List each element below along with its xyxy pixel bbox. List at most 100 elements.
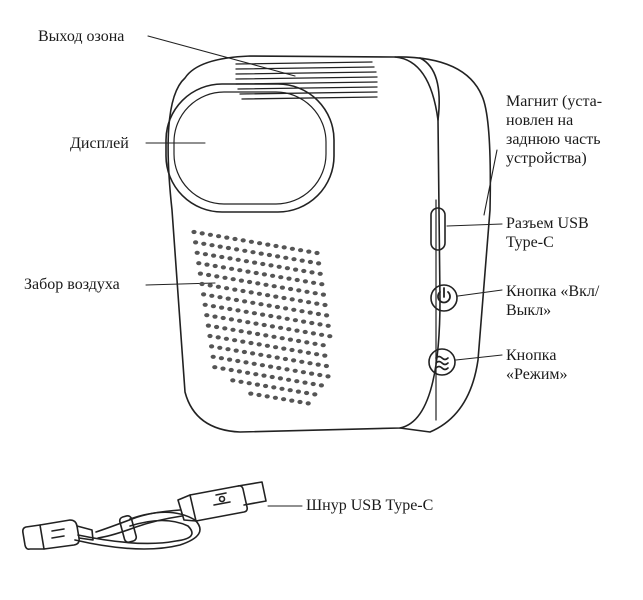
- grille-hole: [266, 303, 272, 308]
- grille-hole: [279, 386, 285, 391]
- grille-hole: [223, 336, 229, 341]
- grille-hole: [273, 345, 279, 350]
- grille-hole: [278, 275, 284, 280]
- display-screen-inner: [173, 91, 327, 205]
- grille-hole: [230, 327, 236, 332]
- grille-hole: [324, 313, 330, 318]
- grille-hole: [317, 322, 323, 327]
- grille-hole: [265, 293, 271, 298]
- grille-hole: [301, 268, 307, 274]
- grille-hole: [327, 334, 333, 339]
- grille-hole: [230, 378, 236, 383]
- grille-hole: [205, 323, 211, 328]
- grille-hole: [225, 245, 231, 251]
- grille-hole: [232, 287, 238, 292]
- grille-hole: [260, 261, 266, 267]
- grille-hole: [240, 288, 246, 294]
- grille-hole: [272, 395, 278, 400]
- grille-hole: [209, 243, 215, 248]
- grille-hole: [312, 341, 318, 346]
- grille-hole: [268, 364, 274, 369]
- grille-hole: [227, 306, 233, 312]
- usb-port-label-line-1: Разъем USB: [506, 215, 589, 232]
- grille-hole: [241, 349, 247, 355]
- grille-hole: [232, 338, 238, 343]
- grille-hole: [202, 302, 208, 307]
- grille-hole: [264, 394, 270, 399]
- grille-hole: [191, 229, 197, 235]
- grille-hole: [312, 392, 318, 397]
- display-screen-outer: [165, 83, 335, 213]
- grille-hole: [266, 252, 272, 258]
- grille-hole: [296, 338, 302, 344]
- grille-hole: [271, 284, 277, 289]
- grille-hole: [232, 236, 238, 242]
- grille-hole: [309, 270, 315, 275]
- grille-hole: [286, 327, 292, 332]
- grille-hole: [247, 279, 253, 285]
- grille-hole: [233, 348, 239, 353]
- grille-hole: [315, 362, 321, 367]
- grille-hole: [291, 257, 297, 262]
- grille-hole: [257, 241, 263, 246]
- grille-hole: [237, 318, 243, 323]
- grille-hole: [304, 340, 310, 345]
- grille-hole: [268, 263, 274, 268]
- grille-hole: [293, 267, 299, 272]
- grille-hole: [250, 300, 256, 305]
- grille-hole: [291, 307, 297, 312]
- grille-hole: [310, 331, 316, 336]
- grille-hole: [242, 248, 248, 253]
- grille-hole: [243, 309, 249, 314]
- grille-hole: [254, 382, 260, 387]
- grille-hole: [209, 344, 215, 349]
- grille-hole: [256, 392, 262, 398]
- grille-hole: [248, 391, 254, 396]
- grille-hole: [210, 304, 216, 309]
- grille-hole: [299, 258, 305, 263]
- grille-hole: [297, 399, 303, 405]
- grille-hole: [286, 276, 292, 281]
- grille-hole: [316, 261, 322, 266]
- grille-hole: [325, 323, 331, 328]
- grille-hole: [304, 289, 310, 294]
- grille-hole: [314, 301, 320, 306]
- grille-hole: [283, 255, 289, 260]
- grille-hole: [240, 238, 246, 243]
- grille-hole: [284, 316, 290, 321]
- grille-hole: [292, 318, 298, 323]
- grille-hole: [220, 265, 226, 270]
- magnet-label-line-4: устройства): [506, 150, 587, 167]
- grille-hole: [271, 385, 277, 390]
- mode-button-label: Кнопка «Режим»: [506, 346, 568, 384]
- power-icon: [437, 287, 451, 304]
- ozone-vents: [235, 61, 378, 100]
- grille-hole: [250, 250, 256, 255]
- grille-hole: [251, 311, 257, 316]
- grille-hole: [287, 388, 293, 393]
- grille-hole: [196, 261, 202, 266]
- grille-hole: [301, 319, 307, 324]
- grille-hole: [194, 250, 200, 255]
- ozone-outlet-label: Выход озона: [38, 28, 125, 45]
- grille-hole: [325, 374, 331, 379]
- magnet-label-line-1: Магнит (уста-: [506, 93, 603, 110]
- grille-hole: [317, 271, 323, 276]
- grille-hole: [224, 235, 230, 240]
- grille-hole: [288, 286, 294, 292]
- magnet-label-line-3: заднюю часть: [506, 131, 601, 148]
- grille-hole: [284, 266, 290, 271]
- grille-hole: [277, 376, 283, 381]
- grille-hole: [243, 259, 249, 264]
- grille-hole: [289, 297, 295, 302]
- grille-hole: [248, 340, 254, 346]
- grille-hole: [287, 337, 293, 342]
- mode-button-shape: [428, 348, 456, 376]
- device-side-edge: [419, 57, 440, 121]
- grille-hole: [212, 263, 218, 269]
- grille-hole: [235, 308, 241, 313]
- grille-hole: [214, 324, 220, 330]
- usb-cable: [22, 481, 267, 550]
- grille-hole: [207, 283, 213, 288]
- grille-hole: [320, 343, 326, 348]
